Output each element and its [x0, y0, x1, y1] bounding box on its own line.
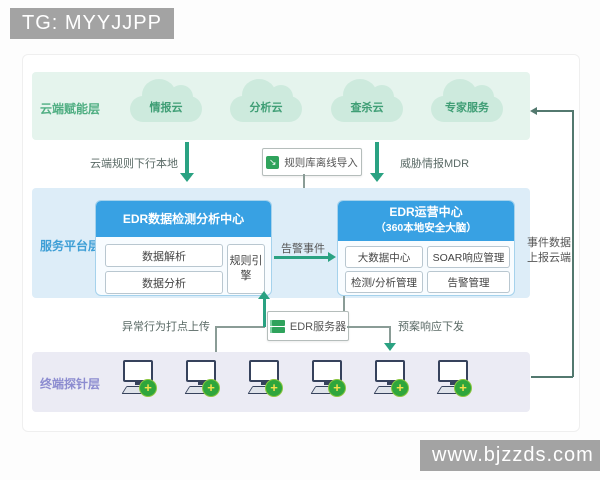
endpoint-computer-icon: + [309, 360, 346, 404]
monitor-icon [438, 360, 468, 382]
cloud-analysis-label: 分析云 [249, 102, 283, 114]
upload-arrow-head-icon [258, 291, 270, 299]
threat-intel-mdr-label: 威胁情报MDR [400, 158, 470, 170]
cloud-expert-service: 专家服务 [431, 79, 503, 122]
bottom-watermark-text: www.bjzzds.com [432, 444, 594, 466]
down-arrow-rules-head-icon [180, 173, 194, 182]
security-badge-icon: + [139, 379, 157, 397]
upload-line-vertical [215, 326, 217, 352]
server-icon [269, 319, 285, 333]
dispatch-line-horizontal [347, 326, 390, 328]
soar-response-box: SOAR响应管理 [427, 246, 510, 268]
cloud-scan-kill-label: 查杀云 [350, 102, 384, 114]
event-upload-line-vertical [572, 110, 574, 377]
detection-analysis-mgmt-box: 检测/分析管理 [345, 271, 423, 293]
security-badge-icon: + [265, 379, 283, 397]
top-watermark-banner: TG: MYYJJPP [10, 8, 174, 39]
monitor-icon [186, 360, 216, 382]
operation-title-line2: （360本地安全大脑） [375, 222, 477, 234]
upload-arrow-shaft [263, 299, 266, 327]
down-arrow-rules-shaft [185, 142, 189, 174]
event-upload-label-line2: 上报云端 [527, 252, 571, 264]
rule-import-label: 规则库离线导入 [284, 156, 358, 169]
endpoint-computer-icon: + [183, 360, 220, 404]
edr-server-node: EDR服务器 [267, 311, 349, 341]
cloud-expert-service-label: 专家服务 [445, 102, 489, 114]
cloud-intelligence: 情报云 [130, 79, 202, 122]
endpoint-computer-icon: + [435, 360, 472, 404]
operation-title-line1: EDR运营中心 [389, 205, 463, 219]
monitor-icon [375, 360, 405, 382]
rule-import-node: ↘ 规则库离线导入 [262, 148, 362, 176]
endpoint-computer-icon: + [120, 360, 157, 404]
dispatch-line-vertical [389, 326, 391, 344]
bottom-watermark-banner: www.bjzzds.com [420, 440, 600, 471]
monitor-icon [249, 360, 279, 382]
platform-layer-label: 服务平台层 [40, 239, 101, 253]
security-badge-icon: + [328, 379, 346, 397]
alert-event-arrow-head-icon [328, 252, 336, 262]
down-arrow-mdr-shaft [375, 142, 379, 174]
monitor-icon [123, 360, 153, 382]
data-analysis-box: 数据分析 [105, 271, 223, 294]
event-upload-arrow-head-icon [530, 107, 537, 115]
alert-event-label: 告警事件 [281, 243, 325, 255]
data-parsing-box: 数据解析 [105, 244, 223, 267]
rule-engine-box: 规则引擎 [227, 244, 265, 294]
import-icon: ↘ [266, 155, 280, 169]
endpoint-row: + + + + + + [120, 360, 472, 404]
monitor-icon [312, 360, 342, 382]
event-upload-label-line1: 事件数据 [527, 237, 571, 249]
edr-server-label: EDR服务器 [289, 321, 347, 333]
dispatch-arrow-head-icon [384, 343, 396, 351]
top-banner-text: TG: MYYJJPP [22, 12, 162, 34]
edr-detection-center-title: EDR数据检测分析中心 [96, 201, 271, 237]
abnormal-upload-label: 异常行为打点上传 [122, 321, 210, 333]
alert-mgmt-box: 告警管理 [427, 271, 510, 293]
dispatch-line-from-panel [343, 296, 345, 311]
security-badge-icon: + [391, 379, 409, 397]
plan-dispatch-label: 预案响应下发 [398, 321, 464, 333]
cloud-rules-down-label: 云端规则下行本地 [90, 158, 178, 170]
cloud-intelligence-label: 情报云 [149, 102, 183, 114]
terminal-layer-label: 终端探针层 [40, 377, 101, 391]
cloud-scan-kill: 查杀云 [331, 79, 403, 122]
cloud-layer-label: 云端赋能层 [40, 102, 101, 116]
endpoint-computer-icon: + [246, 360, 283, 404]
endpoint-computer-icon: + [372, 360, 409, 404]
security-badge-icon: + [454, 379, 472, 397]
alert-event-line [274, 256, 329, 259]
big-data-center-box: 大数据中心 [345, 246, 423, 268]
down-arrow-mdr-head-icon [370, 173, 384, 182]
security-badge-icon: + [202, 379, 220, 397]
upload-line-horizontal [215, 326, 265, 328]
edr-operation-center-title: EDR运营中心 （360本地安全大脑） [338, 201, 514, 241]
event-upload-line-top [537, 110, 573, 112]
event-upload-line-bottom [531, 376, 573, 378]
cloud-analysis: 分析云 [230, 79, 302, 122]
